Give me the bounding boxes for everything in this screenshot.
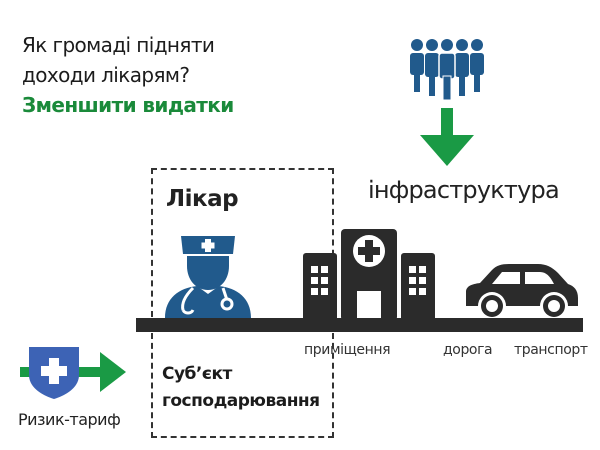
doctor-label: Лікар	[166, 186, 239, 212]
doctor-icon	[165, 236, 251, 318]
people-group-icon	[410, 39, 484, 101]
arrow-down-icon	[420, 108, 474, 166]
road-line	[136, 318, 583, 332]
transport-label: транспорт	[514, 342, 588, 358]
car-icon	[466, 264, 578, 320]
doctor-box-top	[151, 168, 334, 317]
premises-label: приміщення	[304, 342, 391, 358]
infrastructure-title: інфраструктура	[368, 176, 560, 204]
question-line-1: Як громаді підняти	[22, 33, 215, 57]
business-entity-label: Суб’єкт господарювання	[162, 361, 320, 415]
question-line-2: доходи лікарям?	[22, 63, 190, 87]
answer-text: Зменшити видатки	[22, 93, 234, 117]
business-entity-line-2: господарювання	[162, 391, 320, 411]
hospital-building-icon	[303, 229, 435, 321]
doctor-box-bottom	[151, 333, 334, 438]
road-label: дорога	[443, 342, 493, 358]
shield-cross-icon	[29, 347, 79, 399]
risk-tariff-label: Ризик-тариф	[18, 410, 121, 429]
business-entity-line-1: Суб’єкт	[162, 364, 232, 384]
